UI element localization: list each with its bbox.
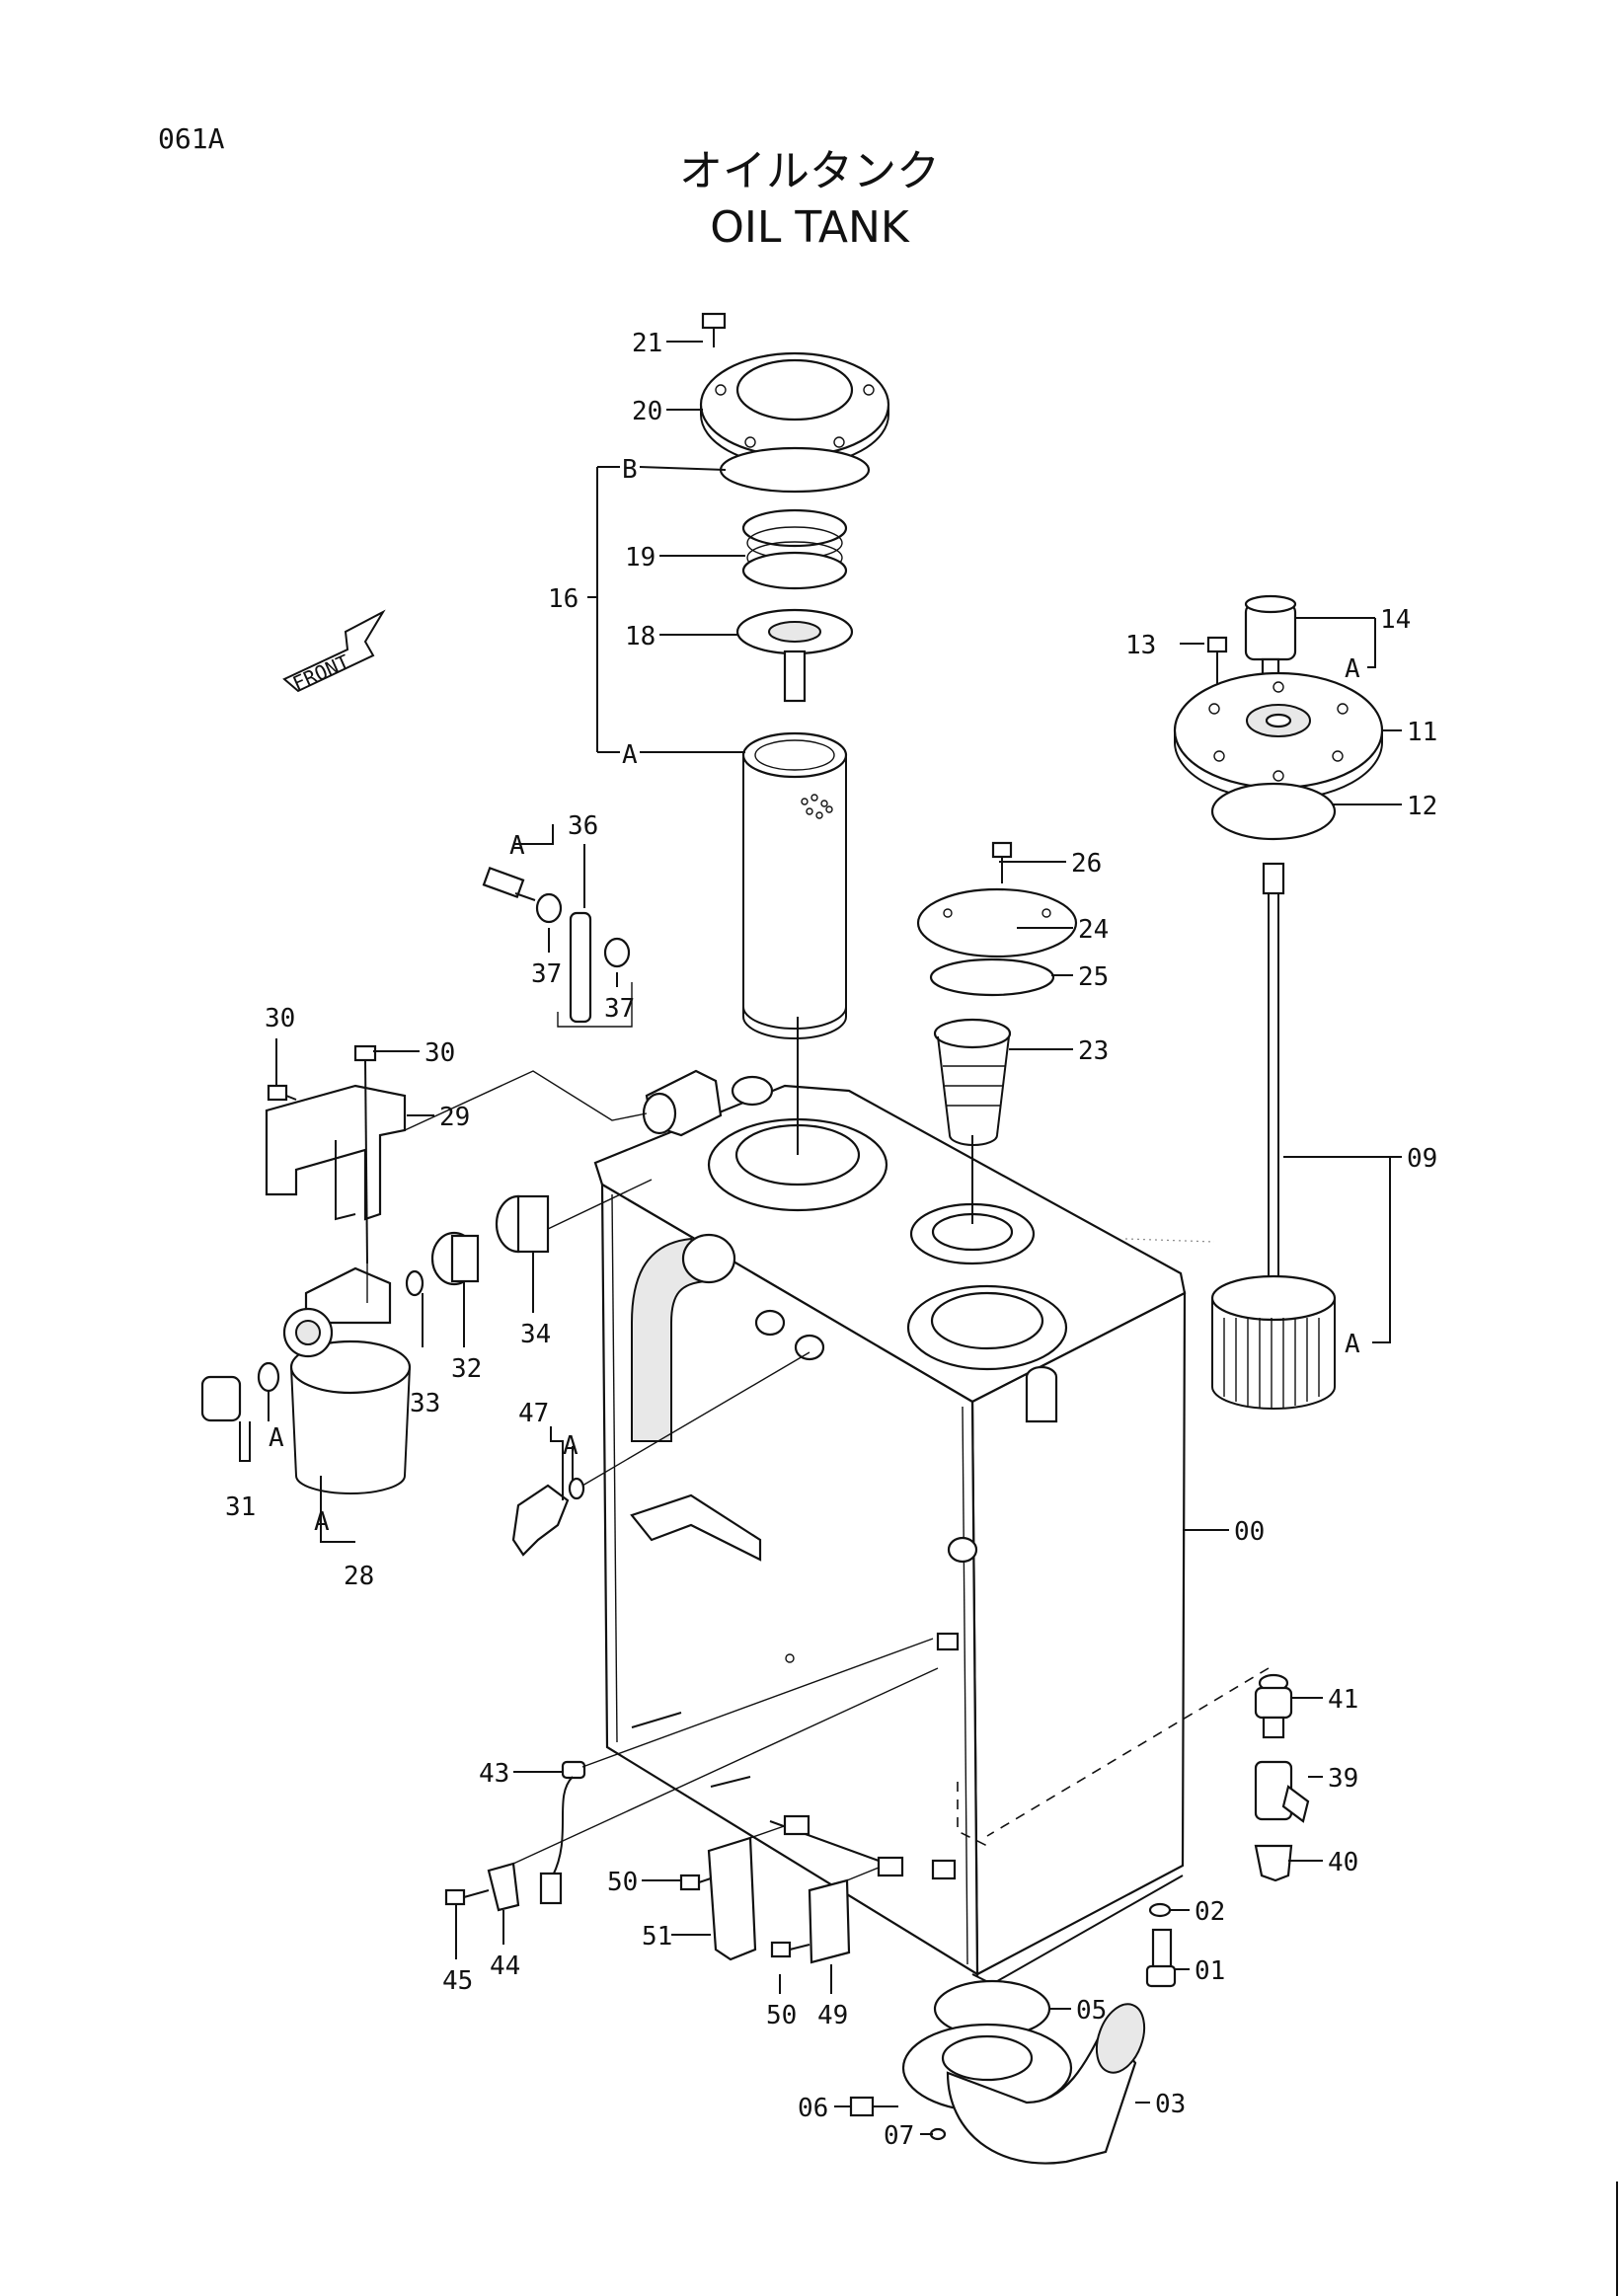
left-fittings [200,866,810,1557]
callout-20: 20 [632,397,662,426]
callout-12: 12 [1407,792,1437,821]
filter-cap-assembly [699,312,890,1039]
callout-06: 06 [798,2094,828,2123]
callout-16: 16 [548,584,579,614]
callout-a-31: A [269,1423,284,1453]
callout-41: 41 [1328,1685,1358,1715]
level-gauge-assembly [1173,594,1384,1410]
callout-26: 26 [1071,849,1102,879]
callout-28: 28 [344,1562,374,1591]
callout-44: 44 [490,1952,520,1981]
callout-30-b: 30 [424,1038,455,1068]
callout-labels: 21 20 B 19 16 18 A 14 13 A 11 12 36 A 37… [225,329,1437,2151]
callout-23: 23 [1078,1036,1109,1066]
callout-a-16: A [622,740,638,770]
callout-36: 36 [568,811,598,841]
callout-47: 47 [518,1399,549,1428]
callout-37-b: 37 [604,994,635,1024]
callout-24: 24 [1078,915,1109,945]
oil-tank-body [593,1017,1187,1986]
callout-32: 32 [451,1354,482,1384]
drain-assembly [849,1667,1310,2165]
callout-b: B [622,455,638,485]
callout-13: 13 [1125,631,1156,660]
callout-00: 00 [1234,1517,1265,1547]
sensor-harness-and-brackets [444,1638,939,1964]
callout-45: 45 [442,1966,473,1996]
callout-a-14: A [1345,654,1360,684]
callout-09: 09 [1407,1144,1437,1174]
callout-02: 02 [1195,1897,1225,1927]
callout-29: 29 [439,1103,470,1132]
callout-a-36: A [509,831,525,861]
callout-11: 11 [1407,718,1437,747]
callout-21: 21 [632,329,662,358]
leader-lines [239,341,1402,2135]
title-japanese: オイルタンク [679,146,940,196]
front-arrow-icon: FRONT [282,609,386,696]
callout-51: 51 [642,1922,672,1952]
suction-strainer-assembly [916,841,1078,1146]
callout-40: 40 [1328,1848,1358,1877]
callout-43: 43 [479,1759,509,1789]
callout-14: 14 [1380,605,1411,635]
callout-a-47: A [563,1431,579,1461]
callout-39: 39 [1328,1764,1358,1794]
callout-31: 31 [225,1492,256,1522]
callout-25: 25 [1078,962,1109,992]
callout-01: 01 [1195,1956,1225,1986]
callout-07: 07 [884,2121,914,2151]
callout-a-09: A [1345,1330,1360,1359]
callout-50-a: 50 [607,1868,638,1897]
front-label: FRONT [289,650,353,695]
callout-33: 33 [410,1389,440,1418]
callout-18: 18 [625,622,656,651]
callout-19: 19 [625,543,656,573]
callout-05: 05 [1076,1996,1107,2026]
title-english: OIL TANK [710,202,910,253]
page-code: 061A [158,122,225,155]
callout-a-28: A [314,1507,330,1537]
callout-49: 49 [817,2001,848,2030]
callout-30-a: 30 [265,1004,295,1033]
callout-37-a: 37 [531,959,562,989]
callout-03: 03 [1155,2090,1186,2119]
callout-34: 34 [520,1320,551,1349]
callout-50-b: 50 [766,2001,797,2030]
